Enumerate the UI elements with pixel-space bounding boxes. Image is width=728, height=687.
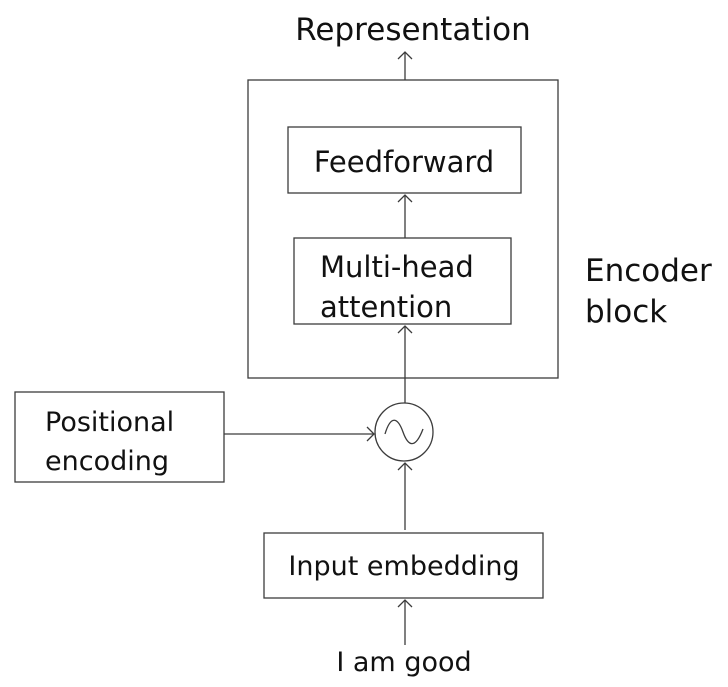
encoder-block-label: Encoder: [585, 253, 712, 289]
combine-circle: [374, 402, 434, 462]
encoder-block-label-line2: block: [585, 294, 667, 330]
positional-label-line2: encoding: [45, 446, 169, 477]
attention-label-line1: Multi-head: [320, 250, 474, 284]
multi-head-attention-box: [293, 237, 512, 325]
positional-encoding-box: [14, 391, 225, 483]
input-text: I am good: [336, 647, 471, 678]
feedforward-box: [287, 126, 522, 194]
positional-label-line1: Positional: [45, 407, 174, 438]
encoder-label-line2: block: [585, 294, 667, 330]
encoder-label-line1: Encoder: [585, 253, 712, 289]
encoder-block: [247, 79, 559, 379]
input-embedding-box: [263, 532, 544, 599]
wave-icon: [384, 419, 424, 445]
input-embedding-label: Input embedding: [288, 551, 519, 582]
feedforward-label: Feedforward: [314, 145, 494, 179]
attention-label-line2: attention: [320, 290, 452, 324]
output-label: Representation: [295, 12, 530, 48]
